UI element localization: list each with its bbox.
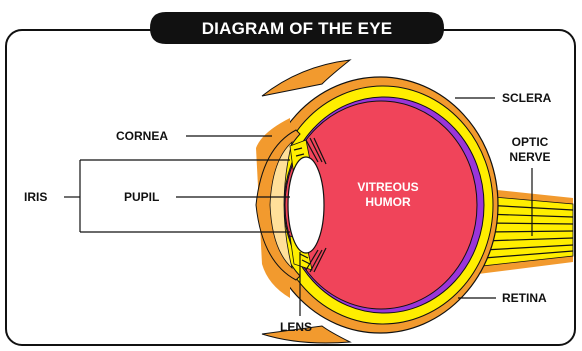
label-optic-line1: OPTIC	[512, 135, 549, 149]
label-cornea: CORNEA	[116, 129, 168, 143]
label-retina: RETINA	[502, 291, 547, 305]
label-vitreous-line1: VITREOUS	[357, 180, 418, 194]
label-lens: LENS	[280, 320, 312, 334]
label-sclera: SCLERA	[502, 91, 552, 105]
label-vitreous-line2: HUMOR	[365, 195, 411, 209]
lens	[288, 157, 324, 253]
label-iris: IRIS	[24, 190, 47, 204]
label-pupil: PUPIL	[124, 190, 159, 204]
label-optic-line2: NERVE	[509, 150, 550, 164]
diagram-title: DIAGRAM OF THE EYE	[202, 19, 393, 38]
